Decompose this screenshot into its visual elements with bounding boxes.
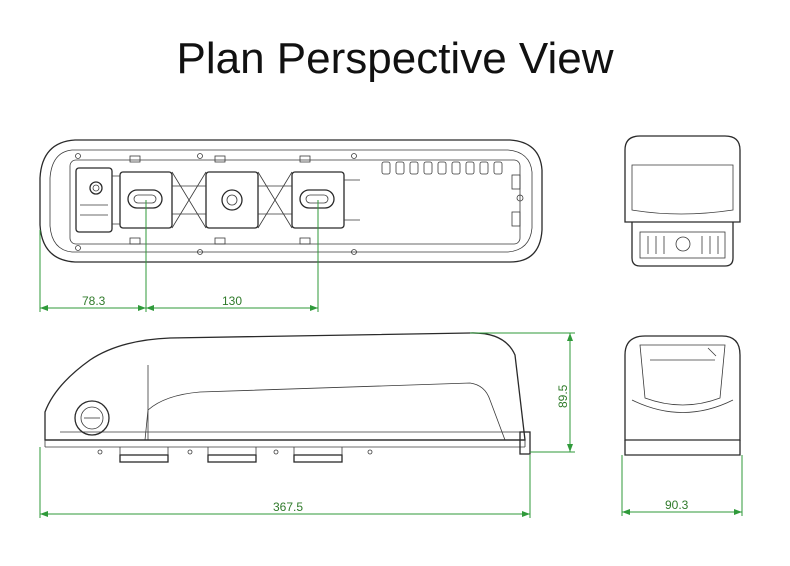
- indicator-slot: [409, 161, 419, 175]
- dimension-130: 130: [146, 200, 319, 312]
- end-view-side: [624, 335, 741, 456]
- indicator-slot: [451, 161, 461, 175]
- dimension-367-5: 367.5: [39, 447, 531, 518]
- side-view: [44, 332, 531, 463]
- indicator-slot: [437, 161, 447, 175]
- dim-label-90-3: 90.3: [665, 498, 689, 512]
- dimension-90-3: 90.3: [621, 455, 743, 516]
- indicator-slot: [465, 161, 475, 175]
- dim-label-367-5: 367.5: [273, 500, 303, 514]
- dim-label-130: 130: [222, 294, 242, 308]
- indicator-slot: [423, 161, 433, 175]
- dimension-78-3: 78.3: [39, 200, 147, 312]
- top-view: [39, 139, 543, 263]
- indicator-slot: [479, 161, 489, 175]
- dim-label-89-5: 89.5: [556, 384, 570, 408]
- dim-label-78-3: 78.3: [82, 294, 106, 308]
- page-title: Plan Perspective View: [176, 34, 614, 83]
- indicator-slot: [493, 161, 503, 175]
- dimension-89-5: 89.5: [470, 332, 575, 453]
- indicator-slot: [381, 161, 391, 175]
- indicator-slot: [395, 161, 405, 175]
- end-view-top: [624, 135, 741, 267]
